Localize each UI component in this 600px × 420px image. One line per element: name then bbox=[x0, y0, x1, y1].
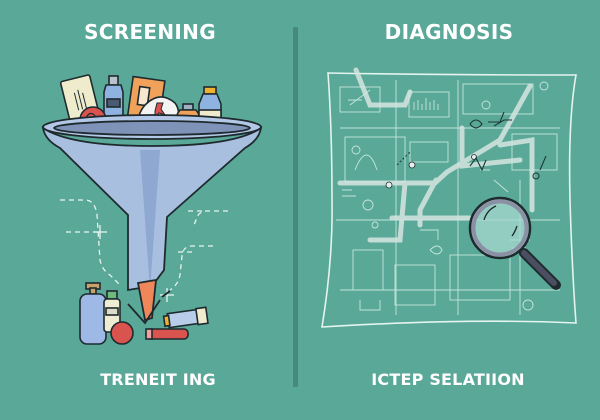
blueprint-map-illustration bbox=[321, 67, 577, 328]
diagnosis-title: DIAGNOSIS bbox=[384, 20, 514, 44]
funnel-illustration bbox=[41, 74, 263, 345]
tablet-icon bbox=[110, 321, 134, 345]
screening-caption: TRENEIT ING bbox=[100, 370, 216, 389]
blueprint-sheet bbox=[321, 72, 577, 328]
screening-panel: SCREENING bbox=[0, 0, 295, 420]
filtered-items bbox=[79, 282, 209, 345]
spray-bottle-icon bbox=[79, 282, 107, 345]
ointment-tube-icon bbox=[162, 306, 209, 329]
diagnosis-panel: DIAGNOSIS bbox=[298, 0, 600, 420]
map-roads bbox=[337, 67, 535, 243]
funnel-icon bbox=[41, 114, 263, 325]
magnifying-glass-icon bbox=[468, 196, 561, 290]
sparkle-icon bbox=[93, 225, 174, 302]
screening-title: SCREENING bbox=[84, 20, 216, 44]
annotation-sketches bbox=[396, 111, 547, 180]
diagnosis-caption: ICTEP SELATIION bbox=[371, 370, 525, 389]
center-divider bbox=[293, 27, 298, 387]
